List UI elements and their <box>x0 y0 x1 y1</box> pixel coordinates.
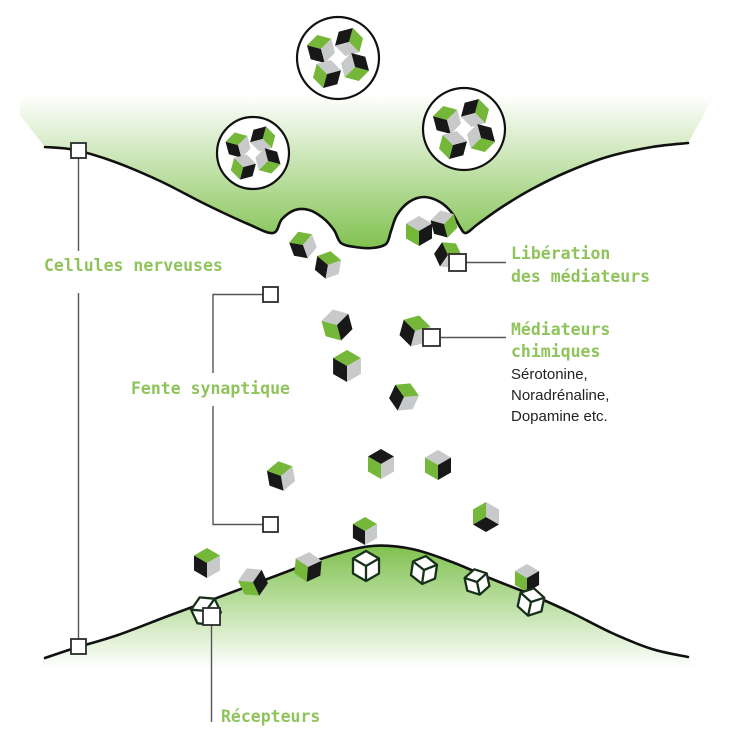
neurotransmitter-cube-icon <box>335 28 363 56</box>
leader-line <box>212 293 263 373</box>
neurotransmitter-cube-icon <box>425 450 451 480</box>
label-fente-synaptique: Fente synaptique <box>131 379 290 398</box>
postsynaptic-membrane <box>43 544 690 660</box>
neurotransmitter-cube-icon <box>289 231 317 259</box>
neurotransmitter-cube-icon <box>430 210 458 238</box>
connector-square <box>70 638 87 655</box>
label-dopamine: Dopamine etc. <box>511 408 608 425</box>
neurotransmitter-cube-icon <box>514 564 540 592</box>
receptor-icon <box>409 554 439 586</box>
receptor-icon <box>351 549 381 583</box>
connector-square <box>262 516 279 533</box>
label-transmitter-examples: Sérotonine, Noradrénaline, Dopamine etc. <box>511 364 609 427</box>
neurotransmitter-cube-icon <box>255 148 281 174</box>
connector-square <box>202 607 221 626</box>
neurotransmitter-cube-icon <box>433 106 461 134</box>
neurotransmitter-cube-icon <box>473 502 499 532</box>
presynaptic-membrane <box>43 141 690 250</box>
neurotransmitter-cube-icon <box>406 216 432 246</box>
neurotransmitter-cube-icon <box>467 124 495 152</box>
neurotransmitter-cube-icon <box>294 552 322 582</box>
label-recepteurs: Récepteurs <box>221 707 321 726</box>
neurotransmitter-cube-icon <box>238 568 268 596</box>
label-serotonine: Sérotonine, <box>511 366 588 383</box>
vesicle-icon <box>215 115 291 191</box>
vesicle-icon <box>421 86 507 172</box>
neurotransmitter-cube-icon <box>307 35 335 63</box>
neurotransmitter-cube-icon <box>194 548 220 578</box>
connector-square <box>422 328 441 347</box>
receptor-icon <box>463 568 491 596</box>
presynaptic-cell-fill <box>20 0 720 249</box>
neurotransmitter-cube-icon <box>230 154 256 180</box>
neurotransmitter-cube-icon <box>250 126 276 152</box>
neurotransmitter-cube-icon <box>313 60 341 88</box>
neurotransmitter-cube-icon <box>321 309 353 341</box>
neurotransmitter-cube-icon <box>225 132 251 158</box>
label-liberation-line2: des médiateurs <box>511 267 651 286</box>
vesicle-icon <box>295 15 381 101</box>
label-liberation-line1: Libération <box>511 244 611 263</box>
neurotransmitter-cube-icon <box>461 99 489 127</box>
label-mediateurs-line1: Médiateurs <box>511 320 611 339</box>
receptor-icon <box>516 587 546 617</box>
label-mediateurs-line2: chimiques <box>511 342 601 361</box>
connector-square <box>448 253 467 272</box>
label-cellules-nerveuses: Cellules nerveuses <box>44 256 223 275</box>
leader-line <box>212 406 263 526</box>
neurotransmitter-cube-icon <box>341 53 369 81</box>
neurotransmitter-cube-icon <box>333 350 361 382</box>
neurotransmitter-cube-icon <box>389 383 419 411</box>
label-mediateurs-chimiques: Médiateurs chimiques <box>511 319 610 363</box>
label-liberation-des-mediateurs: Libération des médiateurs <box>511 242 650 288</box>
postsynaptic-cell-fill <box>20 545 720 750</box>
connector-square <box>262 286 279 303</box>
neurotransmitter-cube-icon <box>368 449 394 479</box>
neurotransmitter-cube-icon <box>439 131 467 159</box>
neurotransmitter-cube-icon <box>314 251 342 279</box>
neurotransmitter-cube-icon <box>266 461 296 491</box>
connector-square <box>70 142 87 159</box>
neurotransmitter-cube-icon <box>352 517 378 545</box>
label-noradrenaline: Noradrénaline, <box>511 387 610 404</box>
